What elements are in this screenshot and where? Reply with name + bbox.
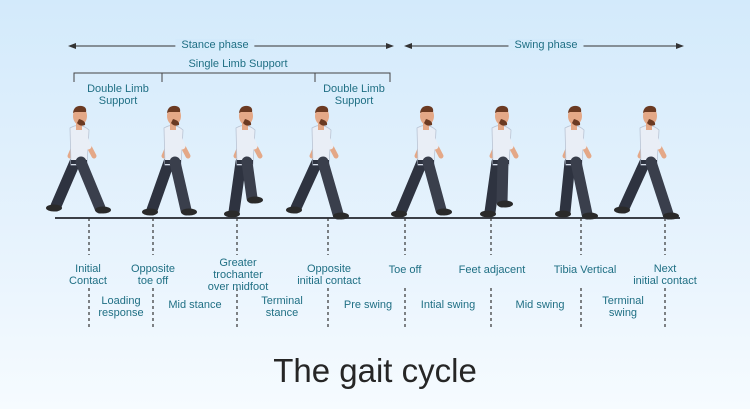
walking-figure — [286, 105, 349, 220]
event-label-toe-off: Toe off — [388, 264, 422, 276]
subphase-label-pre-swing: Pre swing — [343, 299, 393, 311]
double-limb-support-right-label: Double Limb Support — [323, 83, 385, 107]
subphase-label-terminal-swing: Terminal swing — [602, 295, 644, 319]
subphase-label-mid-swing: Mid swing — [515, 299, 565, 311]
stance-phase-label: Stance phase — [175, 39, 255, 51]
swing-arrowhead-left — [404, 43, 412, 49]
single-limb-support-label: Single Limb Support — [188, 58, 288, 70]
walking-figure — [555, 105, 598, 220]
event-label-tibia-vertical: Tibia Vertical — [553, 264, 617, 276]
walking-figure — [142, 105, 197, 216]
stance-arrowhead-right — [386, 43, 394, 49]
event-label-opposite-toe-off: Opposite toe off — [130, 263, 176, 287]
walking-figure — [391, 105, 452, 218]
walking-figures — [46, 105, 679, 220]
subphase-label-loading-response: Loading response — [98, 295, 144, 319]
event-markers — [88, 218, 666, 328]
swing-phase-label: Swing phase — [508, 39, 584, 51]
event-label-feet-adjacent: Feet adjacent — [458, 264, 526, 276]
support-bracket — [73, 72, 391, 82]
stance-arrowhead-left — [68, 43, 76, 49]
double-limb-support-left-label: Double Limb Support — [87, 83, 149, 107]
event-label-initial-contact: Initial Contact — [69, 263, 107, 287]
walking-figure — [46, 105, 111, 214]
swing-arrowhead-right — [676, 43, 684, 49]
walking-figure — [480, 105, 519, 218]
event-label-greater-trochanter: Greater trochanter over midfoot — [207, 257, 269, 293]
event-label-opposite-initial-contact: Opposite initial contact — [297, 263, 361, 287]
event-label-next-initial-contact: Next initial contact — [633, 263, 697, 287]
walking-figure — [224, 105, 263, 218]
page-title: The gait cycle — [273, 352, 477, 389]
walking-figure — [614, 105, 679, 220]
subphase-label-terminal-stance: Terminal stance — [261, 295, 303, 319]
subphase-label-mid-stance: Mid stance — [168, 299, 222, 311]
subphase-label-initial-swing: Intial swing — [420, 299, 476, 311]
